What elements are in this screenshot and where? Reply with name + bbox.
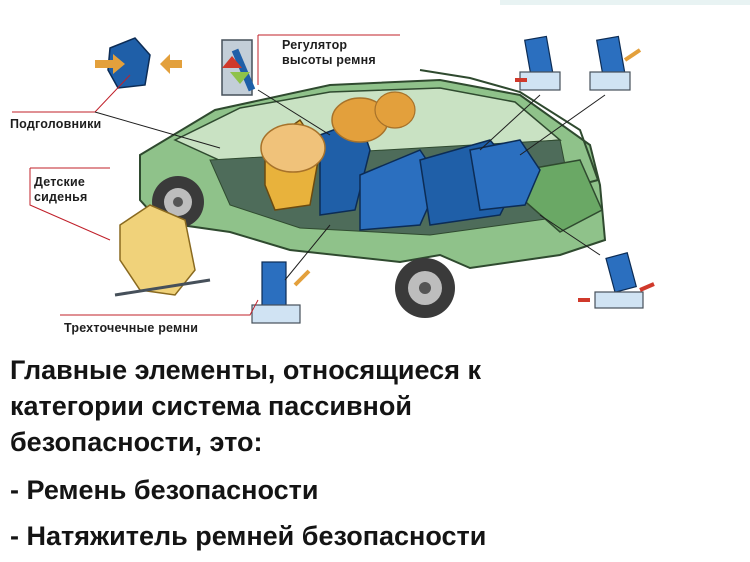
intro-line-1: Главные элементы, относящиеся к <box>10 355 481 385</box>
callout-regulator-line-2: высоты ремня <box>282 53 376 67</box>
car-safety-diagram <box>12 34 655 324</box>
intro-line-3: безопасности, это: <box>10 427 263 457</box>
main-text: Главные элементы, относящиеся к категори… <box>10 352 745 554</box>
child-seat-inset <box>114 204 211 297</box>
intro-line-2: категории система пассивной <box>10 391 412 421</box>
callout-belt-height-regulator: Регулятор высоты ремня <box>282 38 376 68</box>
callout-lines <box>12 34 606 316</box>
wheel-rear <box>395 258 455 318</box>
callout-regulator-line-1: Регулятор <box>282 38 348 52</box>
belt-inset-right-1 <box>515 35 561 91</box>
pretensioner-inset <box>578 251 655 309</box>
airbags <box>260 91 416 173</box>
callout-child-seats-line-2: сиденья <box>34 190 88 204</box>
belt-regulator-inset <box>221 39 256 96</box>
top-strip <box>500 0 750 5</box>
callout-three-point-belts-text: Трехточечные ремни <box>64 321 199 335</box>
belt-inset-right-2 <box>589 35 642 91</box>
callout-child-seats: Детские сиденья <box>34 175 87 205</box>
callout-three-point-belts: Трехточечные ремни <box>64 321 198 336</box>
callout-child-seats-line-1: Детские <box>34 175 86 189</box>
headrest-inset <box>95 37 182 89</box>
callout-headrests: Подголовники <box>10 117 101 132</box>
three-point-belt-inset <box>251 261 311 324</box>
list-item: - Ремень безопасности <box>10 475 319 505</box>
callout-headrests-text: Подголовники <box>10 117 102 131</box>
list-item: - Натяжитель ремней безопасности <box>10 521 487 551</box>
